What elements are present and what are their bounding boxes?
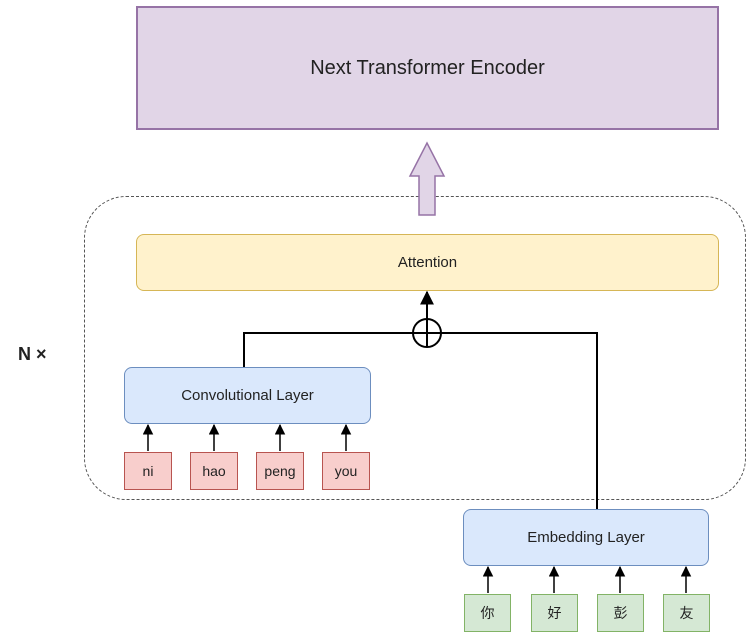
hanzi-token-label: 友 — [679, 606, 694, 622]
attention-box: Attention — [136, 234, 719, 291]
pinyin-token-box: peng — [256, 452, 304, 490]
hanzi-token-box: 彭 — [597, 594, 644, 632]
embedding-to-add-connector — [441, 332, 598, 509]
hanzi-token-box: 好 — [531, 594, 578, 632]
hanzi-token-box: 你 — [464, 594, 511, 632]
next-transformer-encoder-label: Next Transformer Encoder — [310, 56, 545, 79]
pinyin-token-box: hao — [190, 452, 238, 490]
convolutional-layer-label: Convolutional Layer — [181, 387, 314, 404]
repeat-count-label: N × — [18, 344, 47, 364]
pinyin-token-label: peng — [264, 463, 296, 479]
conv-to-add-connector — [243, 332, 413, 367]
pinyin-token-label: hao — [202, 463, 226, 479]
pinyin-token-box: ni — [124, 452, 172, 490]
hanzi-token-label: 你 — [480, 606, 495, 622]
next-transformer-encoder-box: Next Transformer Encoder — [136, 6, 719, 130]
pinyin-token-box: you — [322, 452, 370, 490]
hanzi-token-label: 好 — [547, 606, 562, 622]
hanzi-token-box: 友 — [663, 594, 710, 632]
convolutional-layer-box: Convolutional Layer — [124, 367, 371, 424]
embedding-layer-label: Embedding Layer — [527, 529, 645, 546]
pinyin-token-label: ni — [142, 463, 154, 479]
attention-label: Attention — [397, 254, 458, 271]
repeated-block-container — [84, 196, 746, 500]
embedding-layer-box: Embedding Layer — [463, 509, 709, 566]
pinyin-token-label: you — [334, 463, 358, 479]
add-node — [412, 318, 442, 348]
output-up-arrow — [408, 141, 446, 216]
hanzi-token-label: 彭 — [613, 606, 628, 622]
